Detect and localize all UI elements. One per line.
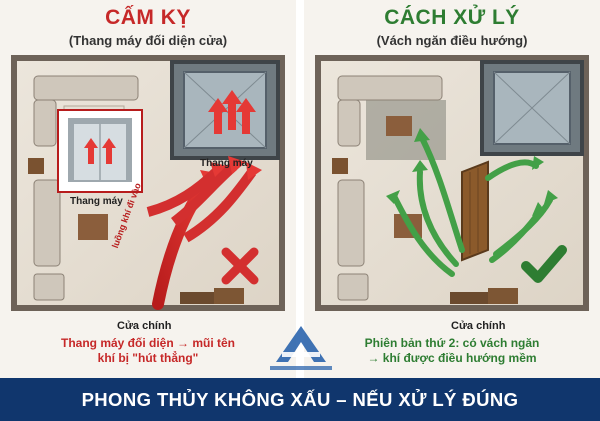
x-mark-icon [221,247,259,285]
armchair [33,273,65,301]
bad-example-panel: CẤM KỴ (Thang máy đối diện cửa) [0,0,296,378]
bad-floor-plan [8,54,288,316]
partition-screen [461,160,489,262]
bad-example-title: CẤM KỴ [105,6,191,29]
elevator-inset [57,109,143,193]
main-door-label: Cửa chính [117,320,172,332]
good-example-caption: Phiên bản thứ 2: có vách ngăn → khí được… [304,336,600,366]
panel-divider [298,0,302,378]
bad-caption-line-1: Thang máy đối diện → mũi tên [60,336,235,350]
banner-text: PHONG THỦY KHÔNG XẤU – NẾU XỬ LÝ ĐÚNG [81,388,519,410]
airflow-arrowheads [386,128,558,216]
elevator-shaft [480,60,584,156]
sofa-set [337,75,443,147]
good-floor-plan [312,54,592,316]
good-caption-line-2: → khí được điều hướng mềm [367,351,537,365]
armchair [337,273,369,301]
good-floor-plan-illustration [315,55,589,311]
elevator-inset-label: Thang máy [70,196,123,207]
elevator-label: Thang máy [200,158,253,169]
good-example-panel: CÁCH XỬ LÝ (Vách ngăn điều hướng) [304,0,600,378]
good-caption-line-1: Phiên bản thứ 2: có vách ngăn [364,336,540,350]
main-door [180,288,244,304]
bad-floor-plan-illustration [11,55,285,311]
side-table [332,158,348,174]
company-logo-icon [262,322,340,378]
bad-example-subtitle: (Thang máy đối diện cửa) [68,33,228,48]
coffee-table [78,214,108,240]
bottom-banner: PHONG THỦY KHÔNG XẤU – NẾU XỬ LÝ ĐÚNG [0,378,600,421]
side-sofa [28,158,61,267]
airflow-arrows [146,156,262,310]
bad-caption-line-2: khí bị "hút thẳng" [97,351,199,365]
main-door-label: Cửa chính [451,320,506,332]
side-sofa [337,179,365,267]
elevator-arrows [208,90,256,134]
bad-example-caption: Thang máy đối diện → mũi tên khí bị "hút… [0,336,296,366]
main-door [450,288,518,304]
good-example-subtitle: (Vách ngăn điều hướng) [376,33,528,48]
check-mark-icon [521,245,567,283]
good-example-title: CÁCH XỬ LÝ [384,6,520,29]
